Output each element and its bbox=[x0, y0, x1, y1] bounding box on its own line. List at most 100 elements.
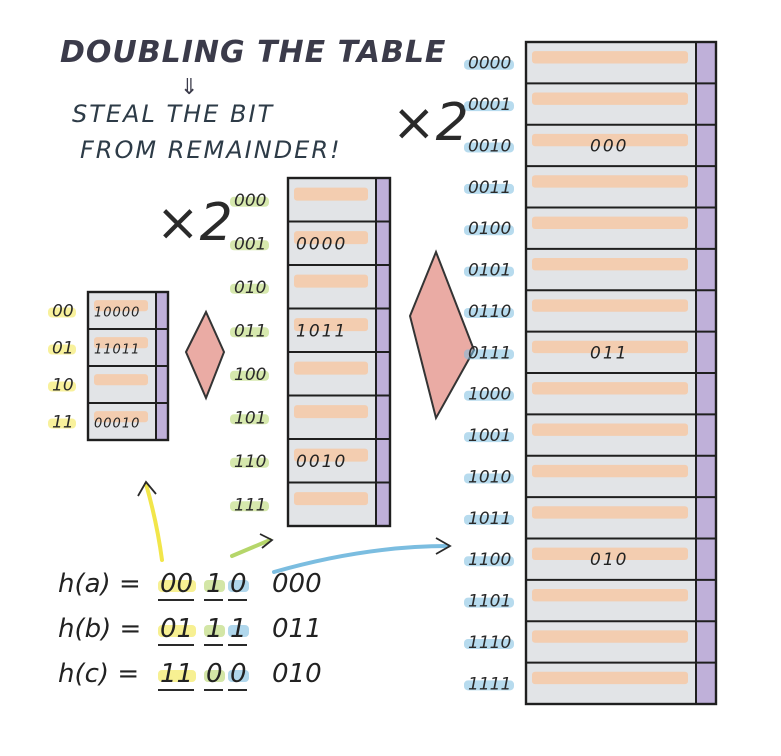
pointer-arrowhead-blue bbox=[435, 537, 452, 555]
table-slot bbox=[294, 492, 368, 506]
hash-remainder: 000 bbox=[272, 569, 322, 599]
table-slot bbox=[532, 630, 688, 643]
row-index: 10 bbox=[52, 376, 74, 396]
index-highlight bbox=[464, 432, 514, 443]
row-index: 1100 bbox=[468, 550, 511, 570]
index-highlight bbox=[48, 418, 76, 429]
title: DOUBLING THE TABLE bbox=[60, 35, 446, 70]
row-index: 0100 bbox=[468, 219, 511, 239]
index-highlight bbox=[464, 680, 514, 691]
index-highlight bbox=[464, 183, 514, 194]
table-slot bbox=[532, 671, 688, 685]
multiplier-right: ×2 bbox=[392, 93, 469, 153]
table-slot bbox=[532, 133, 688, 147]
index-highlight bbox=[464, 307, 514, 318]
row-index: 11 bbox=[52, 413, 74, 433]
table-slot bbox=[294, 274, 368, 288]
row-index: 01 bbox=[52, 339, 74, 359]
row-value: 0010 bbox=[296, 452, 347, 472]
table-slot bbox=[294, 361, 368, 375]
table-slot bbox=[532, 423, 688, 436]
index-highlight bbox=[48, 344, 76, 355]
table-slot bbox=[532, 175, 688, 188]
hash-bit-green-highlight bbox=[204, 625, 225, 637]
table-slot bbox=[294, 448, 368, 462]
table-slot bbox=[94, 337, 148, 349]
index-highlight bbox=[464, 101, 514, 112]
row-value: 10000 bbox=[94, 306, 140, 321]
index-highlight bbox=[464, 514, 514, 525]
hash-lhs: h(b) = bbox=[58, 614, 141, 644]
table-slot bbox=[94, 411, 148, 423]
row-index: 0011 bbox=[468, 178, 511, 198]
row-value: 000 bbox=[590, 136, 628, 156]
hash-bit-blue-highlight bbox=[228, 580, 249, 592]
table-slot bbox=[532, 382, 688, 395]
row-index: 0111 bbox=[468, 343, 511, 363]
table-2bit: 00 10000 01 11011 10 11 00010 bbox=[48, 290, 170, 442]
hash-bits-yellow-highlight bbox=[158, 580, 196, 592]
hash-bit-blue-highlight bbox=[228, 670, 249, 682]
table-slot bbox=[532, 340, 688, 354]
row-index: 0010 bbox=[468, 136, 511, 156]
index-highlight bbox=[230, 327, 269, 338]
index-highlight bbox=[230, 196, 269, 207]
table-slot bbox=[532, 216, 688, 230]
row-value: 0000 bbox=[296, 234, 347, 254]
row-index: 101 bbox=[234, 408, 266, 428]
table-slot bbox=[94, 374, 148, 386]
subtitle-line-2: FROM REMAINDER! bbox=[80, 136, 342, 164]
index-highlight bbox=[464, 597, 514, 608]
hash-bits-yellow: 11 bbox=[160, 659, 193, 689]
index-highlight bbox=[230, 414, 269, 425]
subtitle-line-1: STEAL THE BIT bbox=[72, 100, 275, 128]
row-index: 1101 bbox=[468, 592, 511, 612]
index-highlight bbox=[464, 638, 514, 649]
table-slot bbox=[532, 547, 688, 561]
row-index: 00 bbox=[52, 302, 74, 322]
multiplier-left: ×2 bbox=[156, 193, 233, 253]
index-highlight bbox=[464, 142, 514, 153]
hash-bit-blue-highlight bbox=[228, 625, 249, 637]
index-highlight bbox=[464, 390, 514, 401]
table-slot bbox=[294, 187, 368, 201]
index-highlight bbox=[464, 473, 514, 484]
row-index: 1111 bbox=[468, 674, 511, 694]
index-highlight bbox=[230, 283, 269, 294]
index-highlight bbox=[464, 349, 514, 360]
table-slot bbox=[532, 506, 688, 519]
hash-bit-blue: 0 bbox=[230, 659, 247, 689]
table-slot bbox=[294, 231, 368, 245]
table-slot bbox=[532, 464, 688, 478]
index-highlight bbox=[230, 370, 269, 381]
index-highlight bbox=[464, 266, 514, 277]
index-highlight bbox=[48, 381, 76, 392]
row-value: 00010 bbox=[94, 417, 140, 432]
row-value: 1011 bbox=[296, 321, 347, 341]
hash-bit-blue: 1 bbox=[230, 614, 247, 644]
index-highlight bbox=[464, 59, 514, 70]
row-value: 010 bbox=[590, 550, 628, 570]
row-value: 11011 bbox=[94, 343, 140, 358]
row-index: 000 bbox=[234, 191, 266, 211]
row-index: 1011 bbox=[468, 509, 511, 529]
row-index: 110 bbox=[234, 452, 266, 472]
table-slot bbox=[532, 299, 688, 312]
table-frame bbox=[286, 176, 392, 528]
hash-bit-green-highlight bbox=[204, 670, 225, 682]
row-index: 010 bbox=[234, 278, 266, 298]
pointer-arrowhead-green bbox=[259, 533, 274, 549]
table-slot bbox=[94, 300, 148, 312]
hash-lhs: h(c) = bbox=[58, 659, 139, 689]
hash-remainder: 011 bbox=[272, 614, 322, 644]
table-slot bbox=[532, 92, 688, 105]
hash-bits-yellow-highlight bbox=[158, 670, 196, 682]
index-highlight bbox=[464, 556, 514, 567]
row-index: 1110 bbox=[468, 633, 511, 653]
table-slot bbox=[532, 51, 688, 64]
